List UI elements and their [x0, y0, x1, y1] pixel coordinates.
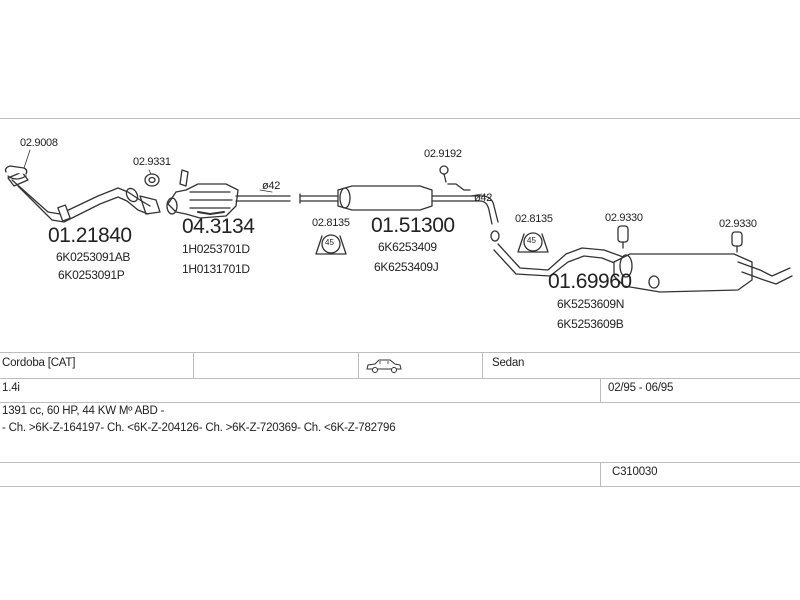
part-number-main: 04.3134 [182, 215, 255, 238]
rubber-hanger-a-drawing [617, 225, 629, 249]
spec-cell: 1391 cc, 60 HP, 44 KW Mº ABD - [2, 405, 165, 417]
catalog-code-cell: C310030 [612, 466, 658, 478]
rear-silencer-drawing [493, 243, 793, 293]
oem-number: 6K6253409J [374, 260, 439, 274]
part-number-main: 01.21840 [48, 224, 132, 247]
clamp-a-drawing [315, 234, 347, 255]
diameter-label: ø42 [474, 192, 493, 204]
part-label: 02.8135 [515, 213, 553, 225]
front-pipe-drawing [7, 171, 161, 223]
oem-number: 6K5253609B [557, 317, 624, 331]
part-label: 02.9331 [133, 156, 171, 168]
part-label: 02.9008 [20, 137, 58, 149]
part-label: 02.9330 [719, 218, 757, 230]
oem-number: 6K5253609N [557, 297, 625, 311]
clamp-size-label: 45 [325, 238, 334, 247]
flange-drawing [4, 165, 28, 180]
model-cell: Cordoba [CAT] [2, 357, 76, 369]
sedan-car-icon [366, 359, 402, 373]
clamp-size-label: 45 [527, 236, 536, 245]
oem-number: 1H0253701D [182, 242, 250, 256]
oem-number: 6K0253091P [58, 268, 125, 282]
ring-drawing [144, 173, 160, 187]
part-label: 02.8135 [312, 217, 350, 229]
part-number-main: 01.51300 [371, 214, 455, 237]
rubber-hanger-b-drawing [731, 231, 743, 253]
gasket-drawing [179, 169, 189, 187]
years-cell: 02/95 - 06/95 [608, 382, 674, 394]
clamp-b-drawing [517, 232, 549, 253]
part-number-main: 01.69960 [548, 270, 632, 293]
oem-number: 1H0131701D [182, 262, 250, 276]
part-label: 02.9330 [605, 212, 643, 224]
diameter-label: ø42 [262, 180, 281, 192]
top-divider [0, 118, 800, 119]
middle-silencer-drawing [299, 185, 500, 242]
oem-number: 6K6253409 [378, 240, 437, 254]
body-type-cell: Sedan [492, 357, 525, 369]
exhaust-system-diagram [4, 149, 793, 293]
oem-number: 6K0253091AB [56, 250, 131, 264]
catalytic-converter-drawing [166, 183, 291, 219]
engine-cell: 1.4i [2, 382, 20, 394]
part-label: 02.9192 [424, 148, 462, 160]
hanger-drawing [447, 183, 471, 191]
chassis-cell: - Ch. >6K-Z-164197- Ch. <6K-Z-204126- Ch… [2, 422, 396, 434]
